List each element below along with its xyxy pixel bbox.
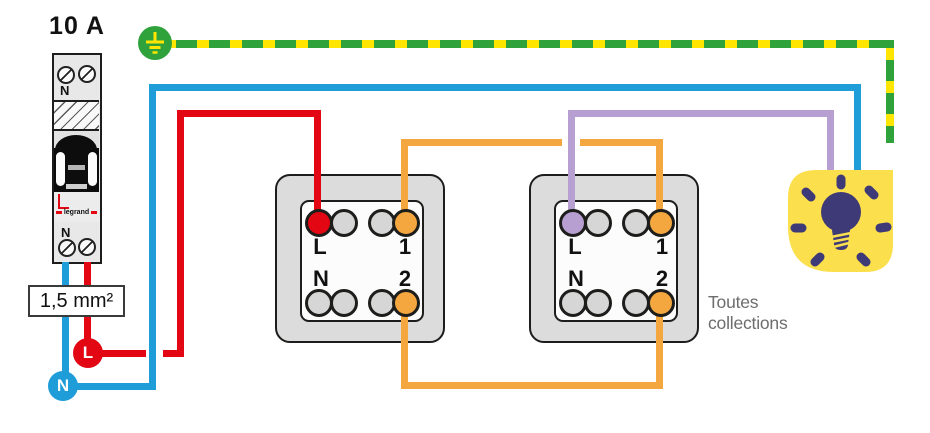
shuttle-wire-2-segment	[400, 381, 663, 389]
brand-dash	[91, 211, 98, 214]
switch-2-terminal	[584, 289, 612, 317]
shuttle-wire-1-segment	[655, 138, 663, 222]
switch-2-terminal	[622, 209, 650, 237]
switch-1-terminal-L	[305, 209, 333, 237]
live-node: L	[73, 338, 103, 368]
screw-terminal-icon	[57, 66, 75, 84]
breaker-brand-area: legrand	[54, 192, 99, 222]
neutral-wire-segment	[148, 83, 156, 390]
light-bulb-icon	[788, 170, 893, 272]
collection-caption: Toutes collections	[708, 292, 848, 334]
toggle-slot	[68, 165, 85, 170]
switch-2-terminal	[584, 209, 612, 237]
toggle-side	[88, 152, 97, 186]
switch-2-terminal-L	[559, 209, 587, 237]
switch-1-terminal	[330, 289, 358, 317]
screw-terminal-icon	[58, 239, 76, 257]
shuttle-wire-2-segment	[400, 301, 408, 389]
neutral-node: N	[48, 371, 78, 401]
neutral-wire-segment	[63, 382, 156, 390]
screw-terminal-icon	[78, 238, 96, 256]
earth-ground-icon	[138, 26, 172, 60]
switch-2: L 1 N 2	[529, 174, 699, 343]
live-wire-segment	[176, 109, 184, 357]
breaker-rocker	[54, 131, 99, 148]
earth-wire-vertical	[886, 48, 894, 143]
caption-line-1: Toutes	[708, 292, 759, 312]
switch-1-terminal	[330, 209, 358, 237]
neutral-wire-segment	[853, 83, 861, 174]
breaker-toggle	[54, 148, 99, 192]
earth-wire-horizontal	[170, 40, 894, 48]
switch-2-terminal-1	[647, 209, 675, 237]
breaker-rating-label: 10 A	[49, 12, 105, 40]
caption-line-2: collections	[708, 313, 788, 333]
breaker-window	[54, 100, 99, 131]
switch-2-label-2: 2	[655, 266, 669, 291]
brand-label: legrand	[63, 209, 90, 216]
toggle-bar	[66, 184, 87, 189]
switch-1-label-2: 2	[398, 266, 412, 291]
live-wire-segment	[163, 349, 184, 357]
switch-1-label-1: 1	[398, 234, 412, 259]
live-wire-segment	[88, 349, 146, 357]
switch-2-terminal	[559, 289, 587, 317]
switch-1-terminal-1	[392, 209, 420, 237]
switch-2-label-1: 1	[655, 234, 669, 259]
shuttle-wire-1-segment	[400, 138, 408, 222]
breaker-bottom-terminals: N	[54, 222, 99, 261]
switch-2-terminal	[622, 289, 650, 317]
switch-1-label-L: L	[313, 234, 327, 259]
switch-1-label-N: N	[313, 266, 329, 291]
screw-terminal-icon	[78, 65, 96, 83]
circuit-breaker: N legrand N	[52, 53, 102, 264]
switch-1-terminal	[305, 289, 333, 317]
switch-1-terminal-2	[392, 289, 420, 317]
breaker-bottom-terminal-label: N	[61, 225, 71, 240]
cable-section-label: 1,5 mm²	[28, 285, 125, 317]
neutral-wire-segment	[148, 83, 861, 91]
earth-wire-corner	[886, 40, 894, 48]
lamp-return-wire-segment	[567, 109, 575, 222]
switch-1: L 1 N 2	[275, 174, 445, 343]
shuttle-wire-1-segment	[580, 138, 663, 146]
lamp-return-wire-segment	[826, 109, 834, 173]
neutral-wire-segment	[61, 262, 69, 389]
live-wire-segment	[313, 109, 321, 222]
brand-dash	[55, 211, 62, 214]
switch-2-label-L: L	[568, 234, 582, 259]
breaker-top-terminal-label: N	[60, 83, 70, 98]
breaker-rocker-top	[55, 135, 97, 148]
shuttle-wire-1-segment	[400, 138, 562, 146]
shuttle-wire-2-segment	[655, 301, 663, 389]
switch-2-terminal-2	[647, 289, 675, 317]
switch-2-label-N: N	[568, 266, 584, 291]
breaker-top-terminals: N	[54, 55, 99, 100]
live-wire-segment	[176, 109, 321, 117]
lamp-return-wire-segment	[567, 109, 834, 117]
brand-bracket	[58, 194, 69, 209]
toggle-side	[56, 152, 65, 186]
